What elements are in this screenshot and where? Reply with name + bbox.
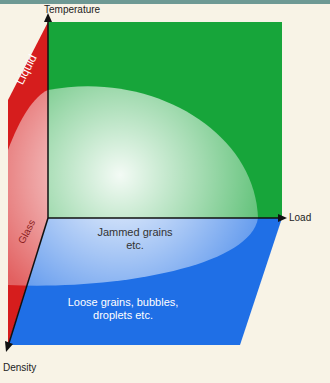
top-bar: [0, 0, 330, 4]
axis-arrowhead: [278, 214, 287, 222]
region-label: Loose grains, bubbles, droplets etc.: [48, 296, 198, 321]
axis-label: Density: [3, 362, 36, 374]
axis-label: Load: [289, 212, 311, 224]
jammed-dome: [8, 86, 258, 286]
axis-arrowhead: [5, 341, 13, 352]
density-axis: [9, 218, 48, 343]
temperature-axis: [47, 20, 49, 218]
region-label: Jammed grains etc.: [92, 226, 178, 251]
axis-label: Temperature: [44, 4, 100, 16]
load-axis: [48, 217, 280, 219]
